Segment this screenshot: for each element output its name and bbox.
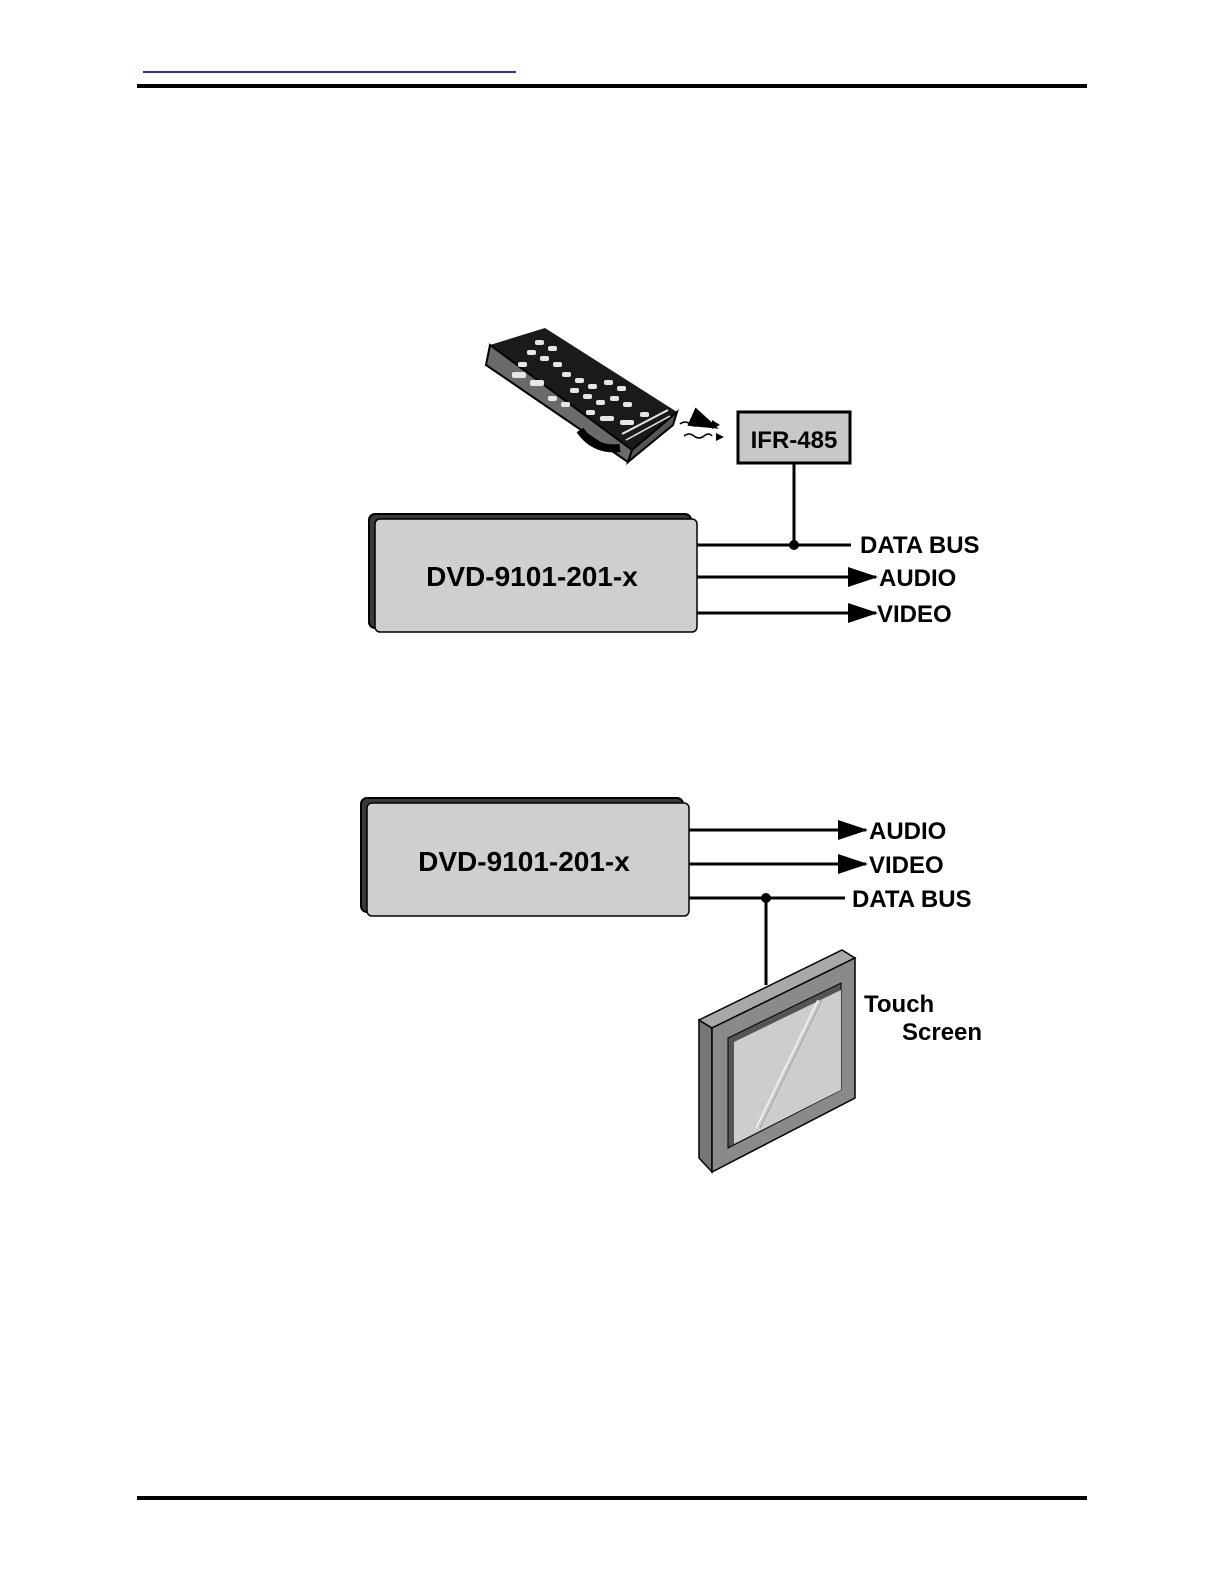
bus-junction-1 (789, 540, 799, 550)
diagram-touchscreen-setup: DVD-9101-201-x AUDIO VIDEO DATA BUS (361, 798, 982, 1172)
data-bus-label-2: DATA BUS (852, 886, 972, 913)
video-label-2: VIDEO (869, 852, 944, 879)
dvd-device-2-label: DVD-9101-201-x (418, 846, 630, 877)
touch-screen-icon (699, 950, 855, 1172)
infrared-signal-icon (680, 422, 717, 438)
touch-label-line1: Touch (864, 991, 934, 1018)
touch-label-line2: Screen (902, 1019, 982, 1046)
remote-control-icon (486, 328, 677, 462)
data-bus-label-1: DATA BUS (860, 532, 980, 559)
ifr-485-label: IFR-485 (751, 427, 838, 454)
audio-label-1: AUDIO (879, 565, 956, 592)
video-label-1: VIDEO (877, 601, 952, 628)
dvd-device-1-label: DVD-9101-201-x (426, 561, 638, 592)
audio-label-2: AUDIO (869, 818, 946, 845)
diagram-remote-setup: IFR-485 DVD-9101-201-x DATA BUS AUDIO VI… (369, 328, 980, 632)
